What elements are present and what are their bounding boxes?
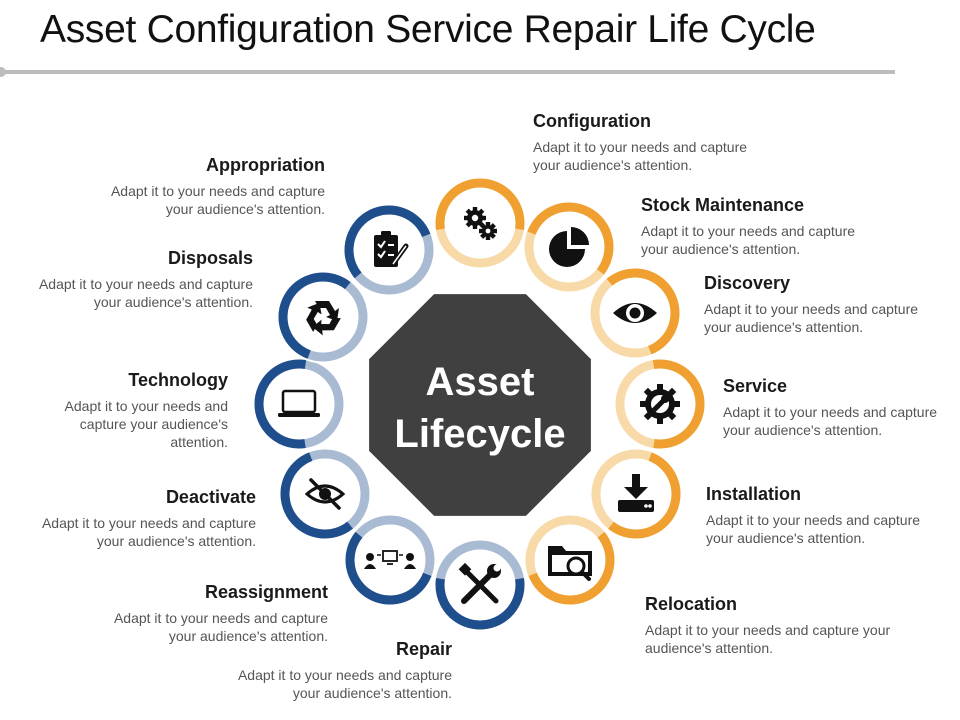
stage-description: Adapt it to your needs and capture your … <box>113 610 328 644</box>
stage-ring-technology <box>252 357 346 451</box>
stage-description: Adapt it to your needs and capture your … <box>64 398 228 450</box>
stage-title: Deactivate <box>165 487 256 507</box>
page-title: Asset Configuration Service Repair Life … <box>40 8 816 51</box>
ring-arc <box>345 531 432 605</box>
stage-title: Relocation <box>645 594 738 614</box>
stage-title: Reassignment <box>204 582 328 602</box>
laptop-icon <box>278 389 320 417</box>
pie-chart-icon <box>549 227 589 267</box>
stage-label-technology: Technology Adapt it to your needs and ca… <box>48 370 228 451</box>
ring-arc <box>527 202 614 275</box>
title-divider-dot <box>0 67 6 77</box>
stage-description: Adapt it to your needs and capture your … <box>706 512 921 546</box>
ring-arc <box>606 268 680 355</box>
stage-description: Adapt it to your needs and capture your … <box>38 276 253 310</box>
wrench-gear-icon <box>640 384 680 424</box>
recycle-icon <box>306 301 341 336</box>
stage-title: Technology <box>128 370 228 390</box>
stage-label-reassignment: Reassignment Adapt it to your needs and … <box>88 582 328 645</box>
center-title-line2: Lifecycle <box>394 412 565 456</box>
stage-ring-service <box>613 357 707 451</box>
stage-title: Service <box>723 376 788 396</box>
ring-arc <box>608 452 681 539</box>
ring-arc <box>652 359 705 449</box>
title-divider <box>0 70 895 74</box>
eye-off-icon <box>304 478 346 510</box>
stage-label-repair: Repair Adapt it to your needs and captur… <box>212 639 452 702</box>
stage-ring-disposals <box>276 270 370 364</box>
stage-label-discovery: Discovery Adapt it to your needs and cap… <box>704 273 944 336</box>
stage-label-installation: Installation Adapt it to your needs and … <box>706 484 946 547</box>
stage-title: Configuration <box>533 111 651 131</box>
stage-label-relocation: Relocation Adapt it to your needs and ca… <box>645 594 917 657</box>
stage-title: Installation <box>706 484 802 504</box>
ring-arc <box>528 531 615 605</box>
stage-description: Adapt it to your needs and capture your … <box>641 223 856 257</box>
stage-description: Adapt it to your needs and capture your … <box>723 404 938 438</box>
stage-ring-reassignment <box>343 513 437 607</box>
stage-description: Adapt it to your needs and capture your … <box>704 301 919 335</box>
center-octagon <box>369 294 591 516</box>
ring-arc <box>344 205 431 279</box>
gears-icon <box>464 207 497 240</box>
ring-arc <box>435 578 525 630</box>
ring-arc <box>278 272 351 359</box>
transfer-people-icon <box>364 550 416 569</box>
stage-label-stock-maintenance: Stock Maintenance Adapt it to your needs… <box>641 195 881 258</box>
stage-label-disposals: Disposals Adapt it to your needs and cap… <box>13 248 253 311</box>
folder-search-icon <box>548 546 592 581</box>
stage-label-appropriation: Appropriation Adapt it to your needs and… <box>85 155 325 218</box>
stage-title: Stock Maintenance <box>641 195 805 215</box>
stage-title: Disposals <box>167 248 253 268</box>
download-drive-icon <box>618 474 654 512</box>
clipboard-checklist-icon <box>374 231 409 267</box>
stage-title: Repair <box>395 639 452 659</box>
stage-ring-stock-maintenance <box>522 200 616 294</box>
stage-title: Discovery <box>704 273 791 293</box>
ring-arc <box>435 178 525 230</box>
stage-description: Adapt it to your needs and capture your … <box>237 667 452 701</box>
stage-label-deactivate: Deactivate Adapt it to your needs and ca… <box>16 487 256 550</box>
stage-description: Adapt it to your needs and capture your … <box>533 139 748 173</box>
stage-title: Appropriation <box>206 155 325 175</box>
ring-arc <box>254 359 307 449</box>
eye-icon <box>613 303 657 323</box>
stage-label-configuration: Configuration Adapt it to your needs and… <box>533 111 773 174</box>
center-title-line1: Asset <box>426 360 535 404</box>
stage-label-service: Service Adapt it to your needs and captu… <box>723 376 955 439</box>
stage-description: Adapt it to your needs and capture your … <box>645 622 891 656</box>
stage-description: Adapt it to your needs and capture your … <box>41 515 256 549</box>
stage-description: Adapt it to your needs and capture your … <box>110 183 325 217</box>
ring-arc <box>280 452 353 539</box>
